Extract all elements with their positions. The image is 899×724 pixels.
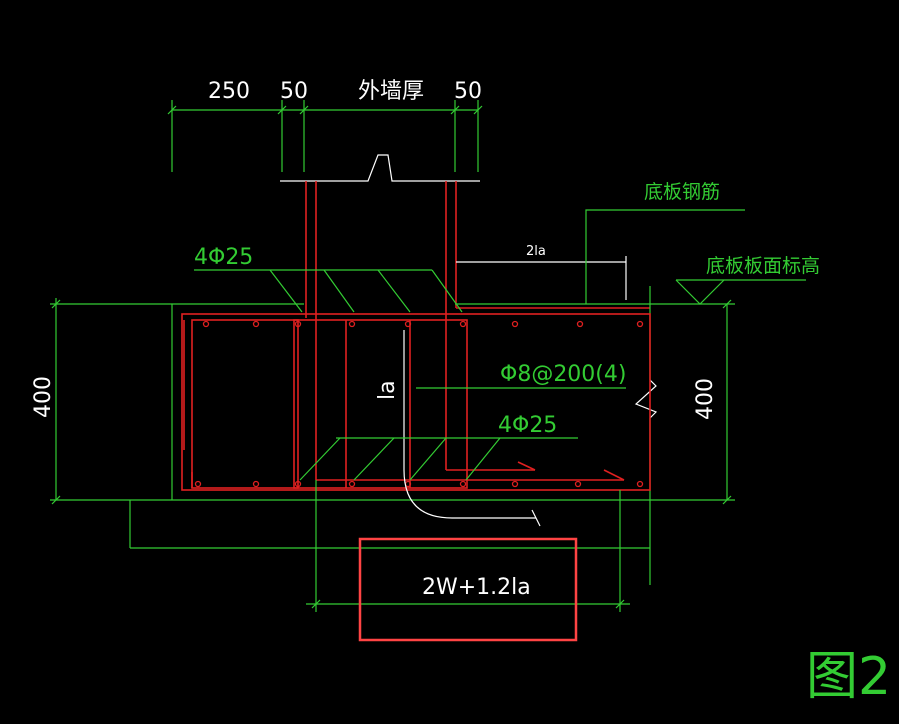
highlight-box bbox=[358, 537, 578, 642]
dim-50-left: 50 bbox=[280, 79, 308, 104]
top-bars-leaders bbox=[194, 269, 463, 313]
wall-break-line bbox=[280, 154, 480, 182]
dim-wall-thickness: 外墙厚 bbox=[358, 79, 424, 104]
la-anchor-hook bbox=[403, 330, 536, 519]
rebar-dots bbox=[194, 320, 644, 488]
figure-label: 图2 bbox=[806, 647, 891, 707]
rebar-cage bbox=[181, 313, 651, 491]
slab-rebar-leader bbox=[585, 209, 745, 304]
top-dimensions bbox=[167, 100, 483, 172]
la-hook-tick bbox=[531, 509, 541, 527]
dim-250: 250 bbox=[208, 79, 250, 104]
la-label: la bbox=[375, 380, 400, 400]
slab-elevation-callout: 底板板面标高 bbox=[706, 255, 820, 277]
beam-outline bbox=[50, 286, 735, 585]
top-bars-callout: 4Φ25 bbox=[194, 245, 253, 270]
dim-50-right: 50 bbox=[454, 79, 482, 104]
slab-rebar-callout: 底板钢筋 bbox=[644, 181, 720, 203]
dim-400-left: 400 bbox=[31, 376, 56, 418]
elevation-marker bbox=[675, 279, 806, 305]
dim-2la: 2la bbox=[526, 244, 546, 259]
bottom-bars-callout: 4Φ25 bbox=[498, 413, 557, 438]
bottom-bars-leaders bbox=[299, 437, 578, 481]
dim-bottom-length: 2W+1.2la bbox=[422, 575, 531, 600]
wall-rebars bbox=[305, 181, 650, 480]
stirrup-callout: Φ8@200(4) bbox=[500, 362, 626, 387]
dim-400-right: 400 bbox=[693, 378, 718, 420]
